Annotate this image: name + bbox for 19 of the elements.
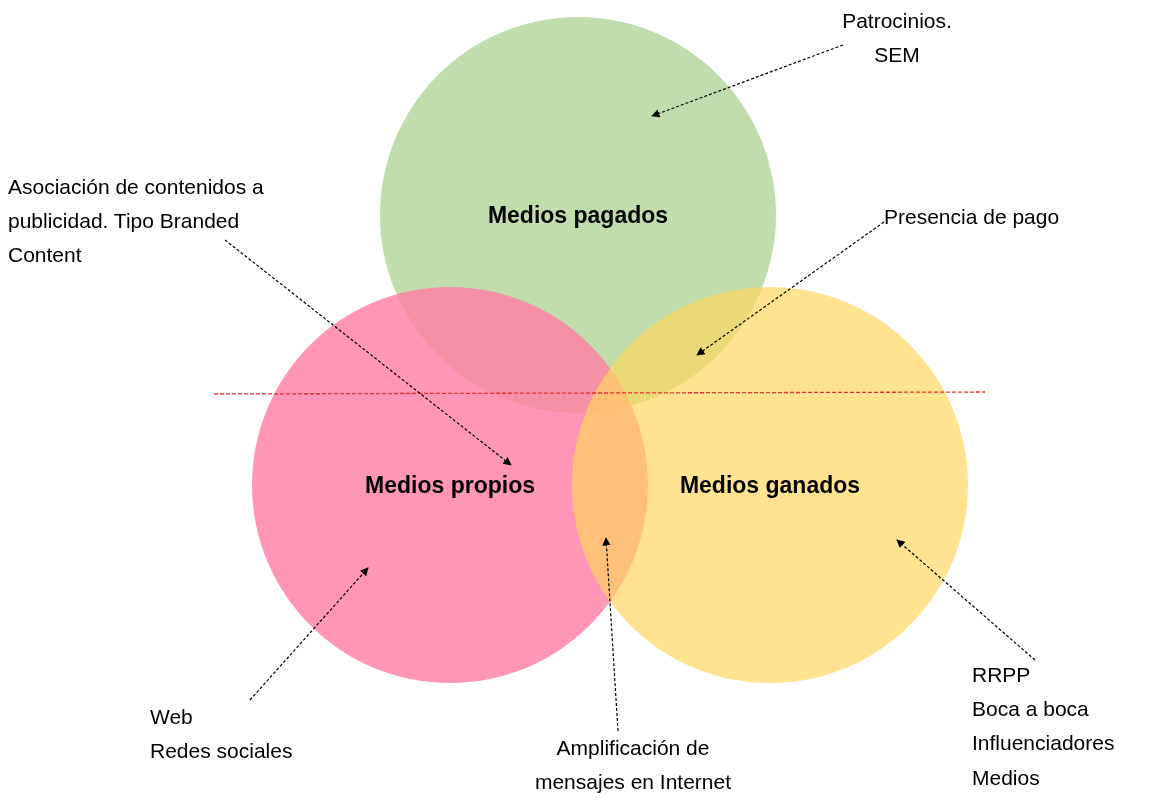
leader-arrow xyxy=(651,44,844,118)
leader-arrow xyxy=(896,539,1036,661)
annotation-text: Influenciadores xyxy=(972,730,1116,757)
leader-arrow xyxy=(696,221,885,356)
annotation-text: Medios xyxy=(972,764,1041,791)
annotation-text: Patrocinios. SEM xyxy=(841,8,953,69)
annotation-text: Amplificación de mensajes en Internet xyxy=(533,735,733,796)
annotation-text: Boca a boca xyxy=(972,696,1090,723)
leader-arrow xyxy=(249,567,369,701)
leader-arrow xyxy=(602,537,619,732)
leader-arrow xyxy=(224,239,512,466)
annotation-text: Presencia de pago xyxy=(884,204,1061,230)
circle-label: Medios propios xyxy=(365,471,535,499)
annotation-text: Web xyxy=(150,704,194,730)
circle-label: Medios ganados xyxy=(679,471,861,499)
annotation-text: Asociación de contenidos a publicidad. Tipo Branded Content xyxy=(8,174,265,269)
annotation-text: RRPP xyxy=(972,662,1032,688)
circle-label: Medios pagados xyxy=(487,201,669,229)
annotation-text: Redes sociales xyxy=(150,738,294,765)
